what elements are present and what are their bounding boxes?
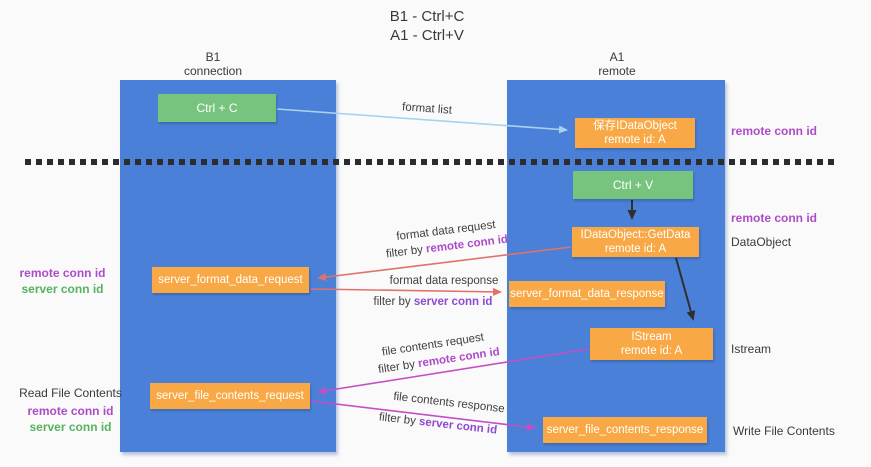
column-header-b1: B1 connection bbox=[153, 50, 273, 78]
annotation-left-conn-ids: remote conn id server conn id bbox=[15, 265, 110, 297]
filter-key-server-conn-id: server conn id bbox=[418, 415, 498, 437]
title-line-1: B1 - Ctrl+C bbox=[389, 8, 465, 25]
istream-line1: IStream bbox=[631, 331, 672, 343]
column-b1-subtitle: connection bbox=[183, 64, 243, 78]
file-request-label: server_file_contents_request bbox=[156, 390, 304, 402]
node-save-dataobject: 保存IDataObject remote id: A bbox=[575, 118, 695, 148]
node-istream: IStream remote id: A bbox=[590, 328, 713, 360]
filter-prefix: filter by bbox=[373, 296, 414, 308]
filter-prefix: filter by bbox=[377, 358, 420, 377]
node-server-file-contents-request: server_file_contents_request bbox=[150, 383, 310, 409]
column-a1-name: A1 bbox=[609, 50, 625, 64]
istream-label: Istream bbox=[731, 342, 772, 356]
getdata-line2: remote id: A bbox=[604, 243, 667, 255]
write-file-contents-label: Write File Contents bbox=[733, 424, 835, 438]
filter-prefix: filter by bbox=[385, 243, 427, 261]
remote-conn-id-label: remote conn id bbox=[27, 404, 114, 418]
server-conn-id-label: server conn id bbox=[29, 420, 112, 434]
remote-conn-id-label: remote conn id bbox=[19, 266, 106, 280]
title-line-2: A1 - Ctrl+V bbox=[390, 27, 464, 44]
node-ctrl-c: Ctrl + C bbox=[158, 94, 276, 122]
read-file-contents-label: Read File Contents bbox=[19, 386, 122, 400]
column-b1-name: B1 bbox=[205, 50, 221, 64]
server-conn-id-label: server conn id bbox=[21, 282, 104, 296]
label-file-contents-response: file contents response bbox=[392, 390, 506, 416]
format-request-label: server_format_data_request bbox=[158, 274, 303, 286]
column-header-a1: A1 remote bbox=[557, 50, 677, 78]
getdata-line1: IDataObject::GetData bbox=[580, 229, 691, 241]
filter-prefix: filter by bbox=[378, 411, 420, 428]
save-dataobject-line2: remote id: A bbox=[604, 134, 666, 146]
label-format-list: format list bbox=[401, 101, 453, 117]
column-a1-subtitle: remote bbox=[598, 64, 636, 78]
label-filter-server-1: filter by server conn id bbox=[374, 296, 493, 308]
remote-conn-id-label: remote conn id bbox=[731, 211, 818, 225]
ctrl-c-label: Ctrl + C bbox=[196, 101, 238, 115]
dataobject-label: DataObject bbox=[731, 235, 792, 249]
node-ctrl-v: Ctrl + V bbox=[573, 171, 693, 199]
node-server-format-data-request: server_format_data_request bbox=[152, 267, 309, 293]
diagram-title: B1 - Ctrl+C A1 - Ctrl+V bbox=[342, 7, 512, 45]
save-dataobject-line1: 保存IDataObject bbox=[593, 120, 677, 132]
ctrl-v-label: Ctrl + V bbox=[612, 178, 654, 192]
file-response-label: server_file_contents_response bbox=[546, 424, 704, 436]
arrow-format-data-response bbox=[310, 287, 502, 296]
format-response-label: server_format_data_response bbox=[510, 288, 664, 300]
node-server-file-contents-response: server_file_contents_response bbox=[543, 417, 707, 443]
label-format-data-response: format data response bbox=[389, 275, 499, 287]
label-filter-server-2: filter by server conn id bbox=[378, 411, 497, 436]
annotation-read-file-contents: Read File Contents remote conn id server… bbox=[8, 385, 133, 435]
remote-conn-id-label: remote conn id bbox=[731, 124, 818, 138]
phase-separator-dashed-line bbox=[25, 159, 837, 165]
istream-line2: remote id: A bbox=[620, 345, 683, 357]
filter-key-server-conn-id: server conn id bbox=[413, 296, 493, 308]
node-server-format-data-response: server_format_data_response bbox=[509, 281, 665, 307]
node-idataobject-getdata: IDataObject::GetData remote id: A bbox=[572, 227, 699, 257]
